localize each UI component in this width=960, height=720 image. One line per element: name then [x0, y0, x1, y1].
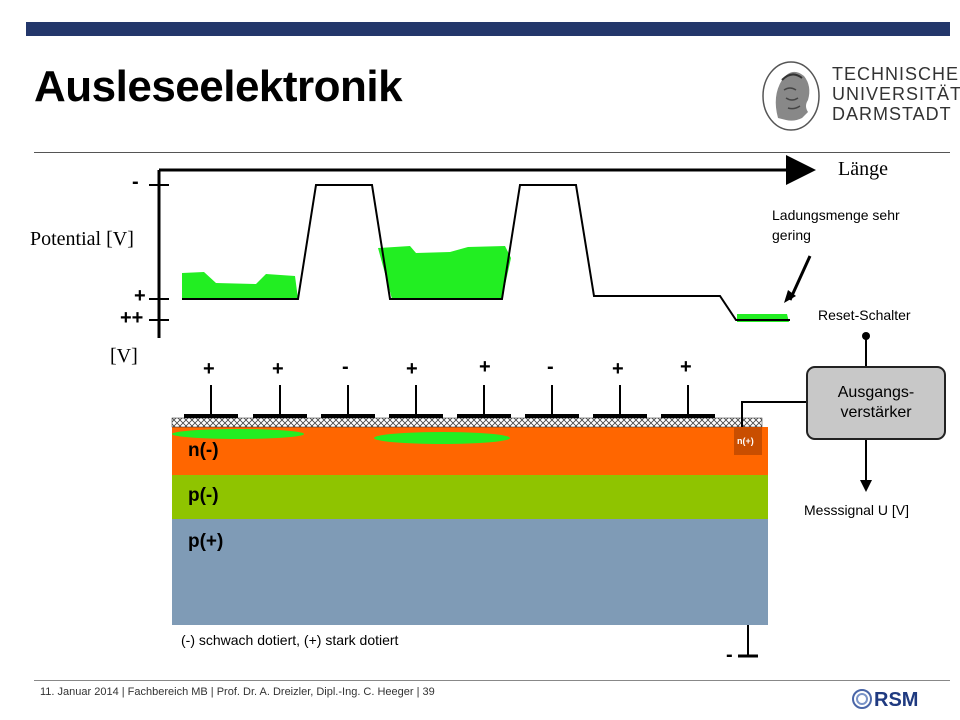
p-plus-label: p(+) [188, 531, 224, 552]
header-divider [34, 152, 950, 153]
logo-line-1: TECHNISCHE [832, 64, 960, 84]
rsm-logo: RSM [852, 686, 942, 714]
p-minus-layer [172, 475, 768, 519]
p-plus-layer [172, 519, 768, 625]
tick-minus-label: - [132, 171, 139, 193]
electrode-sign-6: - [547, 356, 554, 378]
tick-plusplus-label: ++ [120, 307, 144, 329]
n-minus-label: n(-) [188, 440, 219, 461]
p-minus-label: p(-) [188, 485, 219, 506]
charge-packet [182, 272, 298, 299]
electrode-sign-2: + [272, 358, 284, 380]
x-axis-label: Länge [838, 158, 888, 180]
electrodes [184, 385, 715, 418]
oxide-layer [171, 417, 763, 428]
slide-title: Ausleseelektronik [34, 62, 403, 111]
header-bar [26, 22, 950, 36]
y-axis-label: Potential [V] [30, 228, 134, 250]
output-signal-label: Messsignal U [V] [804, 502, 910, 518]
electrode-sign-8: + [680, 356, 692, 378]
university-seal-icon [762, 61, 820, 131]
logo-line-2: UNIVERSITÄT [832, 84, 960, 104]
footer-text: 11. Januar 2014 | Fachbereich MB | Prof.… [40, 686, 435, 698]
unit-label: [V] [110, 345, 138, 367]
rsm-logo-text: RSM [874, 689, 918, 711]
logo-line-3: DARMSTADT [832, 104, 952, 124]
substrate-sign: - [726, 644, 733, 666]
n-plus-label: n(+) [737, 436, 754, 446]
n-plus-contact [734, 427, 762, 455]
charge-cloud [172, 429, 304, 439]
electrode-sign-1: + [203, 358, 215, 380]
tick-plus-label: + [134, 285, 146, 307]
footer-divider [34, 680, 950, 681]
doping-note: (-) schwach dotiert, (+) stark dotiert [181, 632, 399, 648]
readout-wire [741, 401, 806, 427]
electrode-sign-4: + [406, 358, 418, 380]
electrode-sign-3: - [342, 356, 349, 378]
potential-profile [182, 184, 790, 321]
rsm-logo-icon: RSM [852, 689, 918, 711]
charge-pointer-arrow [788, 255, 812, 301]
reset-node [862, 332, 870, 340]
reset-switch-label: Reset-Schalter [818, 307, 911, 323]
electrode-sign-5: + [479, 356, 491, 378]
university-logo-text: TECHNISCHE UNIVERSITÄT DARMSTADT [832, 64, 960, 124]
output-arrow [860, 480, 872, 492]
charge-note: Ladungsmenge sehr gering [772, 207, 900, 243]
electrode-sign-7: + [612, 358, 624, 380]
charge-cloud [374, 432, 510, 444]
output-amplifier: Ausgangs- verstärker [806, 366, 946, 440]
charge-packet [378, 246, 511, 299]
